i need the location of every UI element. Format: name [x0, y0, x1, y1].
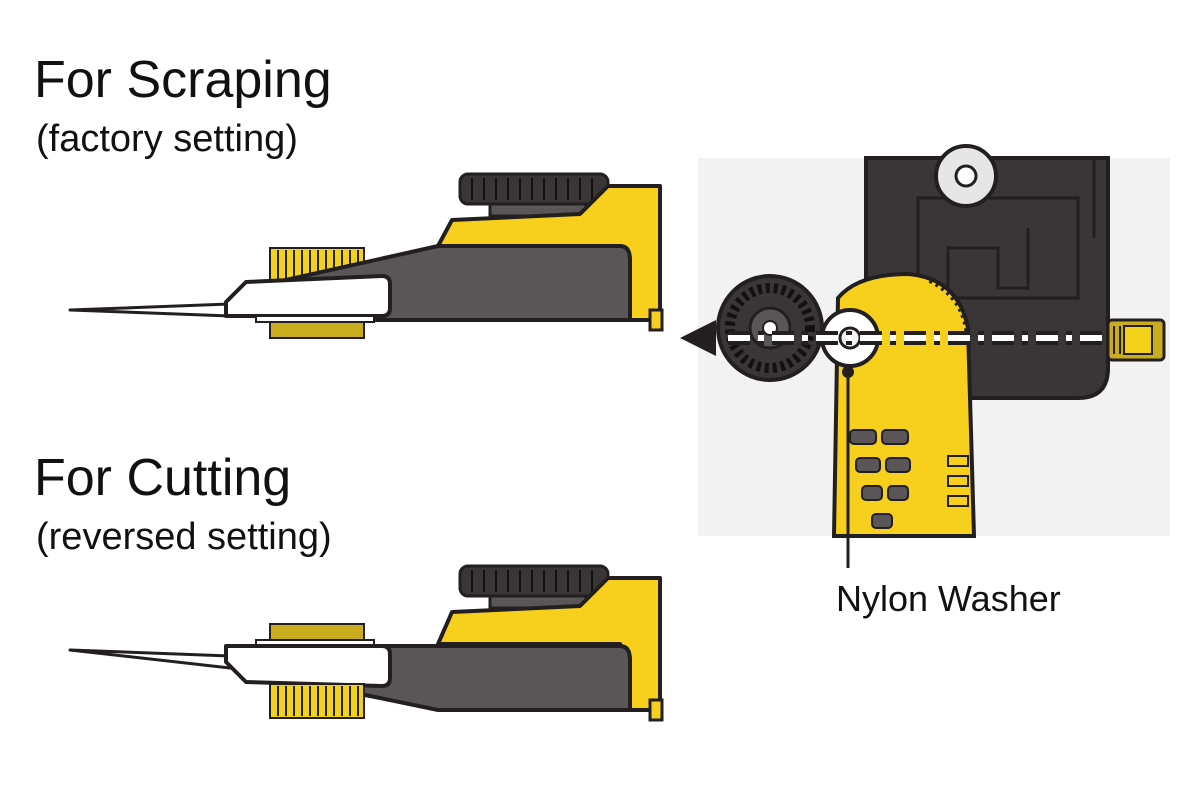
cutting-title: For Cutting [34, 449, 292, 507]
thumb-screw-bottom [255, 315, 375, 339]
scraping-subtitle: (factory setting) [36, 118, 298, 160]
detail-panel [680, 144, 1170, 568]
top-knob [458, 172, 610, 218]
arrow-head [680, 320, 716, 356]
scraper-tool-scraping [68, 172, 664, 339]
blade-plate [224, 644, 392, 688]
scraping-title: For Scraping [34, 51, 332, 109]
scraper-tool-cutting [68, 564, 664, 722]
screw [1106, 318, 1166, 362]
cutting-subtitle: (reversed setting) [36, 516, 332, 558]
thumb-screw-bottom [269, 683, 365, 719]
thumb-screw-top [255, 623, 375, 647]
grip-slots [849, 429, 911, 529]
nylon-washer-label: Nylon Washer [836, 578, 1061, 619]
knurled-knob [716, 274, 824, 382]
blade-plate [224, 274, 392, 318]
